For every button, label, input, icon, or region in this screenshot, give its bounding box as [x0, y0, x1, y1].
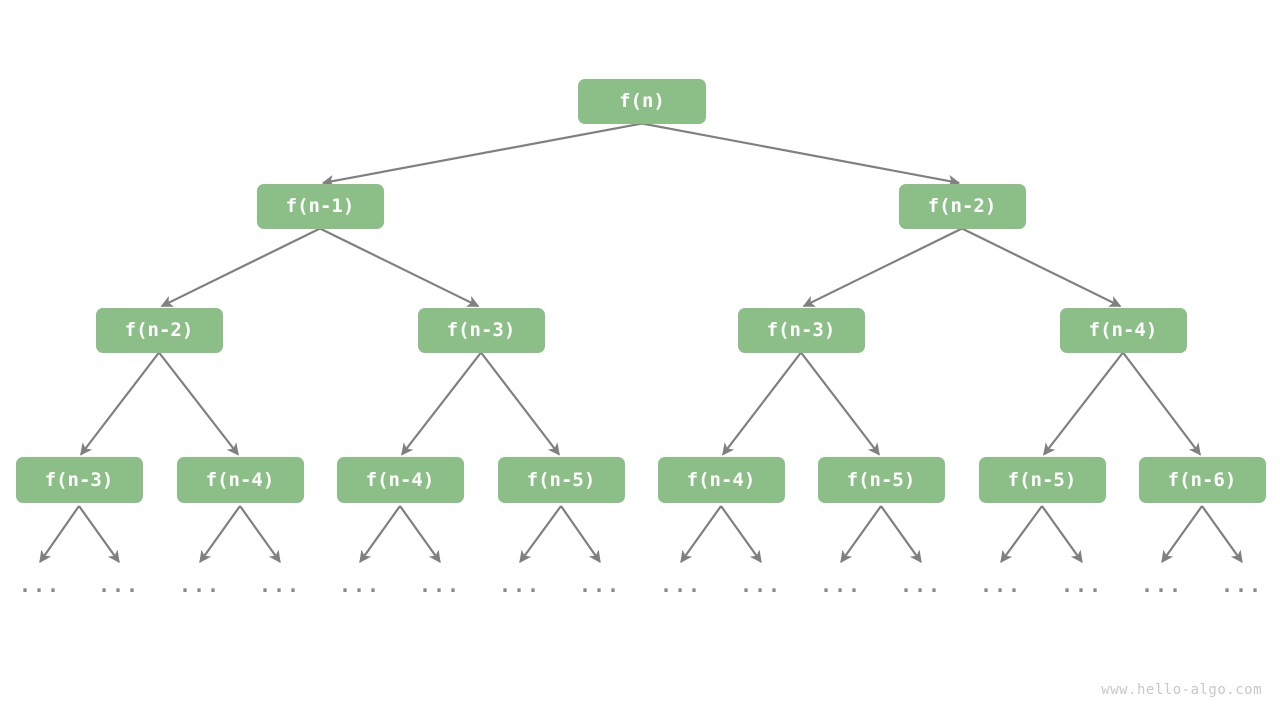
tree-node-n4[interactable]: f(n-3) — [417, 307, 545, 353]
ellipsis-arrow-0 — [39, 505, 80, 563]
edge-n0-to-n2 — [641, 122, 961, 187]
tree-node-n6[interactable]: f(n-4) — [1059, 307, 1187, 353]
tree-node-n3[interactable]: f(n-2) — [95, 307, 223, 353]
ellipsis-arrow-5 — [399, 505, 441, 563]
ellipsis-marker: ... — [899, 573, 943, 597]
edge-n1-to-n4 — [319, 227, 480, 308]
ellipsis-arrow-15 — [1201, 505, 1243, 563]
tree-node-n0[interactable]: f(n) — [578, 78, 706, 124]
tree-node-n2[interactable]: f(n-2) — [898, 183, 1026, 229]
edge-n3-to-n7 — [79, 351, 160, 456]
ellipsis-arrow-14 — [1161, 505, 1203, 563]
edge-n4-to-n9 — [400, 351, 482, 456]
leaf-ellipsis-arrows — [39, 505, 1243, 563]
ellipsis-marker: ... — [97, 573, 141, 597]
edge-n1-to-n3 — [160, 227, 321, 308]
ellipsis-marker: ... — [178, 573, 222, 597]
edge-n6-to-n14 — [1122, 351, 1202, 456]
ellipsis-marker: ... — [578, 573, 622, 597]
watermark: www.hello-algo.com — [1101, 682, 1262, 698]
edge-n3-to-n8 — [158, 351, 240, 456]
ellipsis-arrow-7 — [560, 505, 601, 563]
tree-edges — [79, 122, 1202, 456]
ellipsis-marker: ... — [498, 573, 542, 597]
ellipsis-arrow-6 — [519, 505, 562, 563]
ellipsis-marker: ... — [1220, 573, 1264, 597]
ellipsis-marker: ... — [418, 573, 462, 597]
ellipsis-marker: ... — [338, 573, 382, 597]
ellipsis-marker: ... — [258, 573, 302, 597]
ellipsis-marker: ... — [1060, 573, 1104, 597]
edge-n4-to-n10 — [480, 351, 561, 456]
ellipsis-arrow-13 — [1041, 505, 1083, 563]
tree-node-n14[interactable]: f(n-6) — [1138, 457, 1266, 503]
tree-node-n12[interactable]: f(n-5) — [817, 457, 945, 503]
edge-n0-to-n1 — [321, 122, 643, 187]
ellipsis-marker: ... — [819, 573, 863, 597]
tree-node-n1[interactable]: f(n-1) — [256, 183, 384, 229]
tree-node-n8[interactable]: f(n-4) — [176, 457, 304, 503]
ellipsis-arrow-3 — [239, 505, 281, 563]
ellipsis-arrow-11 — [880, 505, 922, 563]
ellipsis-marker: ... — [659, 573, 703, 597]
edge-n2-to-n5 — [802, 227, 963, 308]
tree-node-n11[interactable]: f(n-4) — [657, 457, 785, 503]
tree-node-n9[interactable]: f(n-4) — [336, 457, 464, 503]
edge-n6-to-n13 — [1042, 351, 1124, 456]
tree-node-n13[interactable]: f(n-5) — [978, 457, 1106, 503]
tree-node-n5[interactable]: f(n-3) — [737, 307, 865, 353]
ellipsis-arrow-1 — [78, 505, 120, 563]
ellipsis-arrow-9 — [720, 505, 762, 563]
edge-n5-to-n12 — [800, 351, 881, 456]
ellipsis-marker: ... — [739, 573, 783, 597]
edge-n5-to-n11 — [721, 351, 802, 456]
tree-node-n7[interactable]: f(n-3) — [15, 457, 143, 503]
ellipsis-marker: ... — [18, 573, 62, 597]
ellipsis-arrow-8 — [680, 505, 722, 563]
ellipsis-arrow-10 — [840, 505, 882, 563]
ellipsis-arrow-2 — [199, 505, 241, 563]
ellipsis-marker: ... — [1140, 573, 1184, 597]
ellipsis-arrow-4 — [359, 505, 401, 563]
tree-node-n10[interactable]: f(n-5) — [497, 457, 625, 503]
ellipsis-marker: ... — [979, 573, 1023, 597]
edge-n2-to-n6 — [961, 227, 1122, 308]
ellipsis-arrow-12 — [1000, 505, 1043, 563]
